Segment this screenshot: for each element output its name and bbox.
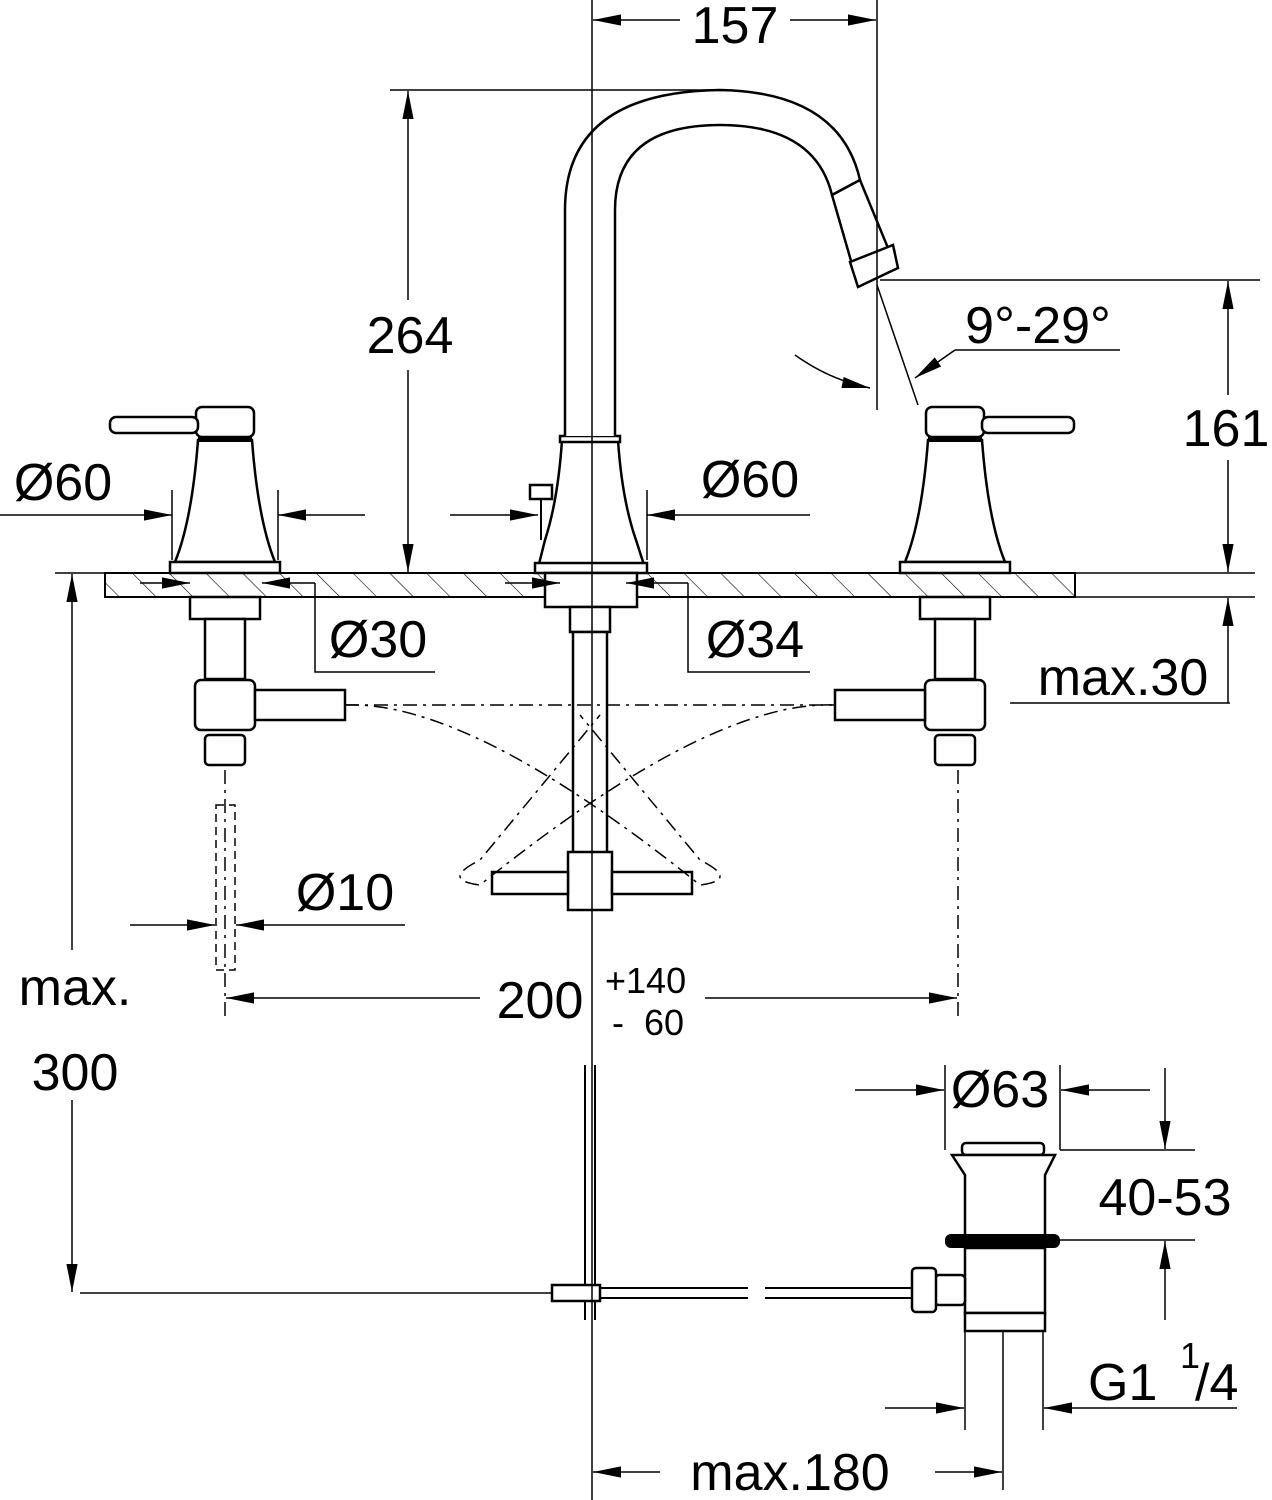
dim-spacing-tolerance-plus: +140 xyxy=(605,960,686,1001)
left-valve xyxy=(188,595,347,767)
right-handle xyxy=(898,405,1076,575)
dim-max-depth-label: max. xyxy=(19,959,132,1017)
dim-handle-base-diameter: Ø60 xyxy=(14,454,112,512)
dim-hose-diameter: Ø10 xyxy=(296,864,394,922)
dim-thread-numerator: 1 xyxy=(1180,1335,1200,1376)
dim-max-rod-distance: max.180 xyxy=(690,1444,889,1500)
dim-thread-denominator: /4 xyxy=(1195,1354,1238,1412)
dim-spout-height: 264 xyxy=(367,307,454,365)
hose-paths xyxy=(224,704,959,1020)
dim-spout-hole-diameter: Ø34 xyxy=(706,611,804,669)
dim-thread-prefix: G1 xyxy=(1088,1354,1157,1412)
dim-outlet-height: 161 xyxy=(1183,400,1270,458)
countertop xyxy=(104,572,1255,598)
dim-spout-reach: 157 xyxy=(692,0,779,55)
left-handle xyxy=(108,405,282,575)
spout-connector xyxy=(490,571,694,912)
dim-spout-base-diameter: Ø60 xyxy=(701,451,799,509)
right-valve xyxy=(833,595,992,767)
dim-spout-angle: 9°-29° xyxy=(965,297,1111,355)
dim-spacing-tolerance-minus: - 60 xyxy=(612,1002,684,1043)
dim-max-deck-thickness: max.30 xyxy=(1038,649,1209,707)
dim-waste-diameter: Ø63 xyxy=(951,1061,1049,1119)
dim-handle-spacing: 200 xyxy=(497,972,584,1030)
pop-up-waste xyxy=(910,1141,1060,1490)
popup-rod xyxy=(550,1065,915,1320)
dim-handle-hole-diameter: Ø30 xyxy=(329,611,427,669)
dim-waste-range: 40-53 xyxy=(1099,1169,1232,1227)
dim-max-depth-value: 300 xyxy=(32,1044,119,1102)
